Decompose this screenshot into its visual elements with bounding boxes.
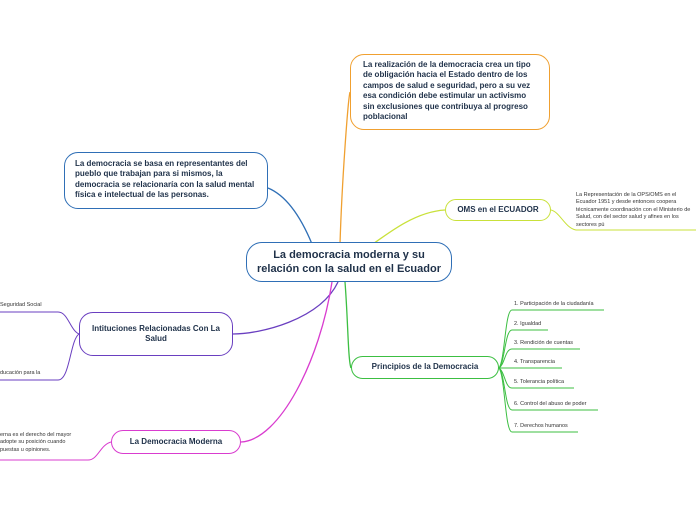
connector-prin-7 <box>498 367 578 433</box>
principios-item-6[interactable]: 6. Control del abuso de poder <box>514 401 587 407</box>
connector-prin-3 <box>498 348 580 369</box>
connector-left <box>267 187 313 245</box>
principios-item-4[interactable]: 4. Transparencia <box>514 359 555 365</box>
oms-subtopic-label: OMS en el ECUADOR <box>457 204 539 214</box>
connector-dem-detail <box>0 441 112 461</box>
left-subtopic[interactable]: La democracia se basa en representantes … <box>64 152 268 209</box>
connector-prin-2 <box>498 329 548 369</box>
connector-principios <box>344 281 352 369</box>
oms-subtopic[interactable]: OMS en el ECUADOR <box>445 199 551 221</box>
principios-item-1[interactable]: 1. Participación de la ciudadanía <box>514 301 594 307</box>
top-subtopic-text: La realización de la democracia crea un … <box>363 60 531 121</box>
democracia-moderna-subtopic[interactable]: La Democracia Moderna <box>111 430 241 454</box>
connector-prin-5 <box>498 367 574 389</box>
principios-item-2[interactable]: 2. Igualdad <box>514 321 542 327</box>
connector-inst-item-1 <box>0 311 80 335</box>
instituciones-item-1[interactable]: Seguridad Social <box>0 302 42 308</box>
democracia-moderna-detail: erna es el derecho del mayor adopte su p… <box>0 432 72 453</box>
principios-item-3[interactable]: 3. Rendición de cuentas <box>514 340 574 346</box>
instituciones-item-2[interactable]: ducación para la <box>0 370 41 376</box>
central-topic-title: La democracia moderna y su relación con … <box>256 248 441 275</box>
connector-top <box>339 91 351 245</box>
connector-democracia <box>240 281 333 443</box>
instituciones-subtopic-label: Intituciones Relacionadas Con La Salud <box>91 323 221 343</box>
instituciones-subtopic[interactable]: Intituciones Relacionadas Con La Salud <box>79 312 233 356</box>
top-subtopic[interactable]: La realización de la democracia crea un … <box>350 54 550 130</box>
central-topic[interactable]: La democracia moderna y su relación con … <box>246 242 452 282</box>
oms-detail: La Representación de la OPS/OMS en el Ec… <box>576 192 691 228</box>
democracia-moderna-subtopic-label: La Democracia Moderna <box>129 436 223 446</box>
connector-oms-detail <box>550 209 696 231</box>
left-subtopic-text: La democracia se basa en representantes … <box>75 159 255 200</box>
principios-item-5[interactable]: 5. Tolerancia política <box>514 379 565 385</box>
principios-subtopic[interactable]: Principios de la Democracia <box>351 356 499 379</box>
principios-item-7[interactable]: 7. Derechos humanos <box>514 423 568 429</box>
connector-inst-item-2 <box>0 333 80 381</box>
principios-subtopic-label: Principios de la Democracia <box>371 362 479 372</box>
oms-detail-text: La Representación de la OPS/OMS en el Ec… <box>576 192 696 228</box>
